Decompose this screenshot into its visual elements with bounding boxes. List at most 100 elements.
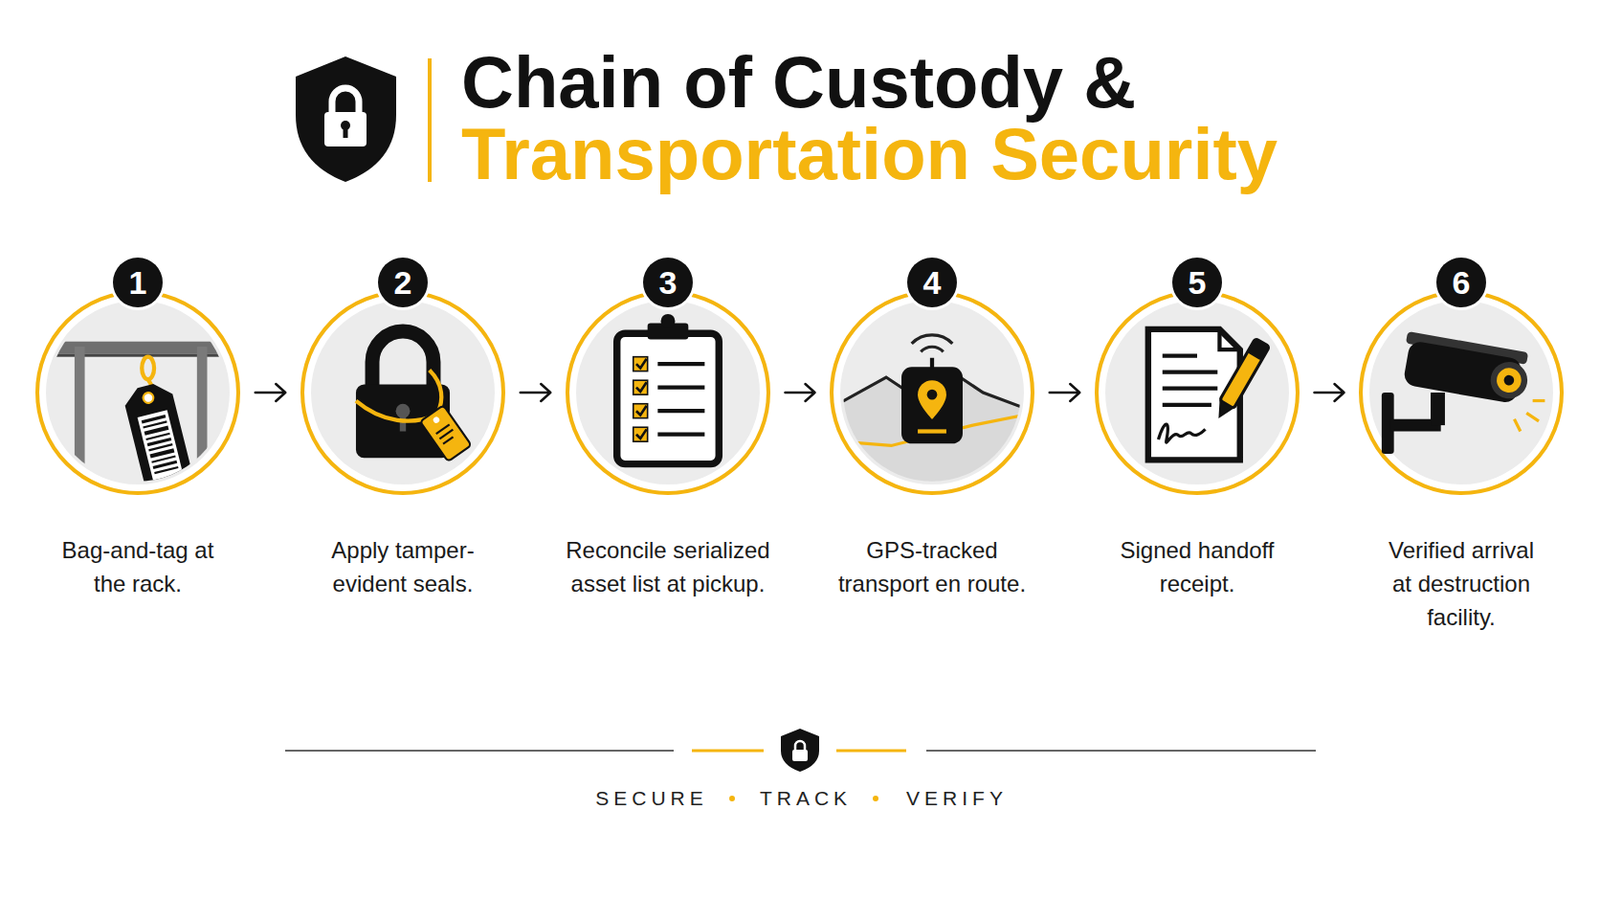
clipboard-icon-part-part	[657, 432, 705, 437]
clipboard-icon	[617, 313, 720, 465]
signed-document-icon-part	[1162, 386, 1219, 391]
step-badge: 5	[1172, 257, 1223, 308]
flow-arrow	[1049, 383, 1081, 401]
title-shield-part	[332, 88, 359, 114]
clipboard-icon-part-part	[633, 356, 648, 372]
cctv-camera-icon-part-part	[1402, 339, 1524, 404]
step-caption-block: Verified arrival at destruction facility…	[1379, 533, 1543, 634]
gps-tracker-icon	[840, 334, 1024, 485]
gps-tracker-icon-part-part	[840, 372, 1024, 408]
rack-tag-icon-part-part-part	[137, 409, 184, 481]
padlock-icon-part-part	[432, 415, 442, 424]
flow-arrow	[1314, 383, 1345, 401]
rack-tag-icon-part-part-part	[154, 466, 178, 474]
clipboard-icon-part-part	[636, 405, 647, 416]
rack-tag-icon	[45, 341, 230, 495]
padlock-icon-part-part	[439, 428, 454, 441]
rack-tag-icon-part-part	[121, 379, 195, 495]
clipboard-icon-part-part	[636, 428, 647, 439]
footer-word: SECURE	[595, 784, 709, 812]
title-shield-part	[324, 111, 367, 147]
clipboard-icon-part	[647, 323, 689, 340]
footer-shield-part	[792, 749, 808, 761]
padlock-icon-part	[396, 403, 411, 419]
gps-tracker-icon-part	[901, 366, 963, 444]
title-divider	[427, 58, 432, 182]
separator-dot	[729, 795, 735, 801]
rack-tag-icon-part-part-part	[151, 455, 176, 464]
rack-tag-icon-part-part-part	[148, 443, 173, 451]
footer-rule-part	[836, 749, 907, 753]
step-circle: Verified arrival at destruction facility…	[1358, 289, 1564, 495]
diagram-title: Chain of Custody & Transportation Securi…	[461, 45, 1323, 190]
rack-tag-icon-part-part	[197, 346, 208, 489]
padlock-icon-part	[429, 370, 443, 414]
cctv-camera-icon-part	[1513, 419, 1520, 432]
title-shield-part	[343, 126, 349, 138]
rack-tag-icon-part-part	[45, 341, 230, 355]
clipboard-icon-part-part	[657, 385, 705, 390]
step-badge: 4	[907, 257, 957, 308]
rack-tag-icon-part	[45, 341, 230, 495]
step-circle: Bag-and-tag at the rack.1	[35, 289, 241, 495]
step-number: 3	[643, 257, 693, 308]
padlock-icon-part	[355, 383, 450, 458]
cctv-camera-icon-part	[1399, 331, 1534, 406]
padlock-icon-part	[355, 400, 436, 422]
gps-tracker-icon-part	[917, 428, 947, 433]
step-caption-block: Apply tamper-evident seals.	[321, 533, 485, 600]
step-caption-block: Bag-and-tag at the rack.	[56, 533, 220, 600]
step-number: 4	[907, 257, 957, 308]
signed-document-icon-part-part	[1220, 337, 1270, 408]
signed-document-icon-part	[1162, 402, 1212, 407]
separator-dot	[872, 795, 879, 801]
rack-tag-icon-part-part-part	[141, 414, 167, 423]
clipboard-icon-part-part	[633, 379, 648, 395]
clipboard-icon-part-part	[636, 358, 647, 369]
step-badge: 6	[1436, 257, 1487, 308]
rack-tag-icon-part-part-part	[150, 447, 176, 458]
gps-tracker-icon-part	[917, 379, 947, 420]
gps-tracker-icon-part-part	[840, 414, 1024, 445]
footer-word: VERIFY	[906, 784, 1008, 812]
step-caption: GPS-tracked transport en route.	[824, 533, 1041, 600]
title-shield	[295, 56, 397, 182]
rack-tag-icon-part-part-part	[142, 391, 156, 404]
gps-tracker-icon-part	[930, 357, 934, 369]
cctv-camera-icon-part	[1381, 392, 1395, 454]
rack-tag-icon-part-part-part	[144, 425, 170, 436]
rack-tag-icon-part-part-part	[153, 460, 178, 469]
rack-tag-icon-part-part	[74, 346, 86, 489]
footer-rule-part	[926, 749, 1316, 752]
flow-arrow	[785, 383, 816, 401]
padlock-icon-part-part	[435, 423, 450, 436]
clipboard-icon-part-part	[657, 408, 705, 413]
step-number: 6	[1436, 257, 1487, 308]
step-caption: Reconcile serialized asset list at picku…	[560, 533, 777, 600]
clipboard-icon-part-part	[657, 361, 705, 366]
step-caption-block: GPS-tracked transport en route.	[824, 533, 1041, 600]
step-badge: 3	[643, 257, 693, 308]
gps-tracker-icon-part	[840, 372, 1024, 485]
step-caption: Verified arrival at destruction facility…	[1379, 533, 1543, 634]
flow-arrow	[520, 383, 552, 401]
rack-tag-icon-part-part-part	[142, 420, 167, 428]
step-caption-block: Reconcile serialized asset list at picku…	[560, 533, 777, 600]
rack-tag-icon-part-part	[148, 378, 155, 399]
signed-document-icon-part	[1211, 337, 1270, 423]
gps-tracker-icon-part	[927, 389, 938, 400]
cctv-camera-icon-part	[1533, 399, 1546, 402]
padlock-icon-part	[420, 404, 472, 462]
clipboard-icon-part-part	[633, 426, 648, 442]
title-shield-part	[340, 120, 351, 131]
flow-arrow	[255, 383, 287, 401]
gps-tracker-icon-part	[911, 334, 954, 344]
signed-document-icon	[1148, 329, 1270, 460]
step-number: 5	[1172, 257, 1223, 308]
clipboard-icon-part-part	[636, 381, 647, 392]
gps-tracker-icon-part	[920, 346, 943, 352]
padlock-icon-part-part	[420, 404, 472, 462]
step-circle: Apply tamper-evident seals.2	[300, 289, 506, 495]
title-shield-part	[295, 56, 397, 182]
